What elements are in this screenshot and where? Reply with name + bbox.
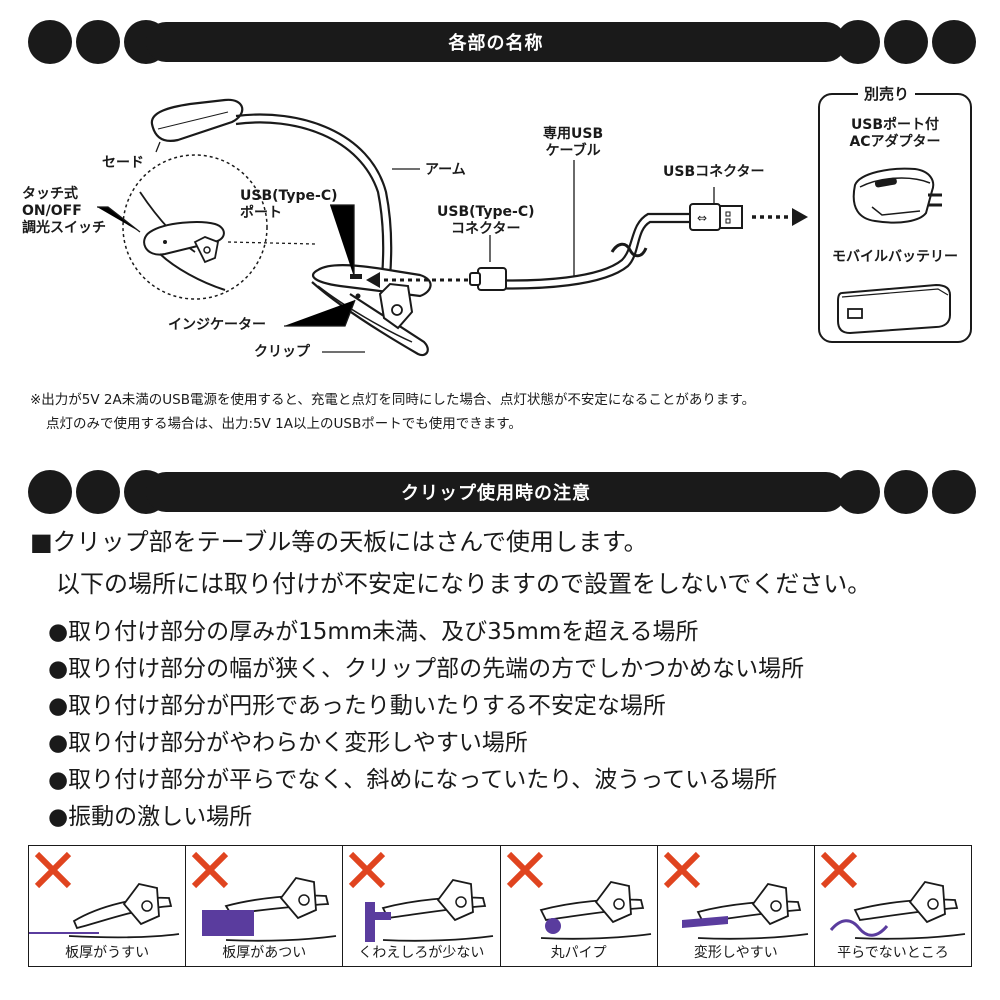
label-shade: セード [102, 155, 144, 171]
example-caption: 板厚があつい [222, 945, 307, 961]
arm-line [235, 113, 393, 278]
label-usb-connector: USBコネクター [663, 164, 765, 180]
example-uneven: 平らでないところ [815, 846, 971, 966]
caution-item: ●取り付け部分がやわらかく変形しやすい場所 [48, 730, 528, 756]
label-arm: アーム [425, 162, 466, 178]
example-deformable: 変形しやすい [658, 846, 815, 966]
caution-item: ●振動の激しい場所 [48, 804, 253, 830]
bullet-dot-icon [932, 20, 976, 64]
arrow-left-icon [366, 272, 380, 288]
usb-cable [487, 212, 690, 282]
clip-illustration [311, 264, 432, 357]
section-header-parts: 各部の名称 [0, 14, 1000, 70]
bullet-dot-icon [884, 470, 928, 514]
section-title: 各部の名称 [146, 22, 846, 62]
caution-item: ●取り付け部分の厚みが15mm未満、及び35mmを超える場所 [48, 619, 699, 645]
example-thick-board: 板厚があつい [186, 846, 344, 966]
note-lighting-only: 点灯のみで使用する場合は、出力:5V 1A以上のUSBポートでも使用できます。 [46, 416, 522, 432]
cross-icon [506, 851, 543, 889]
cross-icon [663, 851, 700, 889]
bullet-dot-icon [28, 20, 72, 64]
bullet-dot-icon [932, 470, 976, 514]
cross-icon [820, 851, 857, 889]
sold-separately-title: 別売り [858, 83, 916, 104]
section-title: クリップ使用時の注意 [146, 472, 846, 512]
bullet-dot-icon [836, 20, 880, 64]
sold-separately-box: 別売り USBポート付 ACアダプター モバイルバッテリー [818, 83, 972, 343]
bullet-dot-icon [836, 470, 880, 514]
parts-diagram: ⇔ [97, 98, 808, 357]
example-small-grip: くわえしろが少ない [343, 846, 501, 966]
bullet-dot-icon [28, 470, 72, 514]
label-mobile-battery: モバイルバッテリー [832, 249, 958, 265]
cross-icon [192, 851, 229, 889]
mobile-battery-illustration [837, 283, 951, 335]
arrow-right-icon [792, 208, 808, 226]
caution-item: ●取り付け部分が円形であったり動いたりする不安定な場所 [48, 693, 666, 719]
cross-icon [34, 851, 72, 889]
label-usb-port: USB(Type-C) ポート [240, 188, 338, 221]
caution-item: ●取り付け部分の幅が狭く、クリップ部の先端の方でしかつかめない場所 [48, 656, 805, 682]
note-power: ※出力が5V 2A未満のUSB電源を使用すると、充電と点灯を同時にした場合、点灯… [30, 392, 756, 408]
ac-adapter-illustration [852, 167, 942, 224]
shade-illustration [150, 98, 244, 142]
example-caption: 変形しやすい [693, 945, 778, 961]
label-indicator: インジケーター [168, 317, 266, 333]
label-cable: 専用USB ケーブル [543, 126, 604, 159]
caution-lead-sub: 以下の場所には取り付けが不安定になりますので設置をしないでください。 [56, 570, 872, 598]
label-touch-switch: タッチ式 ON/OFF 調光スイッチ [22, 186, 106, 236]
bad-examples-strip: 板厚がうすい 板厚があつい くわえしろが少ない [28, 845, 972, 967]
example-thin-board: 板厚がうすい [29, 846, 187, 966]
example-caption: 板厚がうすい [65, 945, 150, 961]
example-caption: 丸パイプ [550, 945, 607, 961]
caution-item: ●取り付け部分が平らでなく、斜めになっていたり、波うっている場所 [48, 767, 778, 793]
bullet-dot-icon [76, 470, 120, 514]
example-caption: くわえしろが少ない [358, 945, 485, 961]
label-usb-c-connector: USB(Type-C) コネクター [437, 204, 535, 237]
bullet-dot-icon [76, 20, 120, 64]
section-header-clip-caution: クリップ使用時の注意 [0, 464, 1000, 520]
label-ac-adapter: USBポート付 ACアダプター [849, 117, 941, 150]
example-round-pipe: 丸パイプ [501, 846, 658, 966]
cross-icon [349, 851, 386, 889]
label-clip: クリップ [254, 344, 310, 360]
usb-icon: ⇔ [697, 211, 707, 225]
example-caption: 平らでないところ [837, 945, 949, 961]
bullet-dot-icon [884, 20, 928, 64]
caution-lead: ■クリップ部をテーブル等の天板にはさんで使用します。 [30, 528, 648, 556]
